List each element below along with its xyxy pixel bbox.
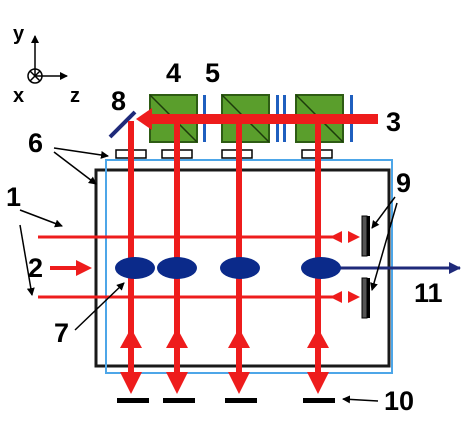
label-5: 5 <box>205 58 220 88</box>
label-9: 9 <box>396 168 411 198</box>
label-3: 3 <box>386 107 401 137</box>
label-8: 8 <box>111 86 126 116</box>
label-7: 7 <box>54 318 69 348</box>
label-6: 6 <box>28 128 43 158</box>
side-mirrors <box>361 215 370 319</box>
y-axis-label: y <box>13 23 25 45</box>
pointer-lines <box>19 147 398 404</box>
beam-2-arrow <box>50 260 92 276</box>
x-axis-symbol <box>27 68 43 84</box>
label-11: 11 <box>414 278 443 308</box>
label-1: 1 <box>6 182 21 212</box>
top-windows <box>115 149 333 159</box>
input-beam <box>136 108 378 130</box>
bottom-mirrors <box>117 398 335 403</box>
label-10: 10 <box>384 386 414 416</box>
z-axis-label: z <box>70 85 80 107</box>
atom-clouds <box>115 257 341 279</box>
coordinate-axes: y x z <box>13 23 80 107</box>
horizontal-beams <box>38 231 360 303</box>
vertical-beams <box>120 121 329 394</box>
mirror <box>108 110 137 139</box>
label-4: 4 <box>166 58 181 88</box>
x-axis-label: x <box>13 85 24 107</box>
label-2: 2 <box>28 253 43 283</box>
